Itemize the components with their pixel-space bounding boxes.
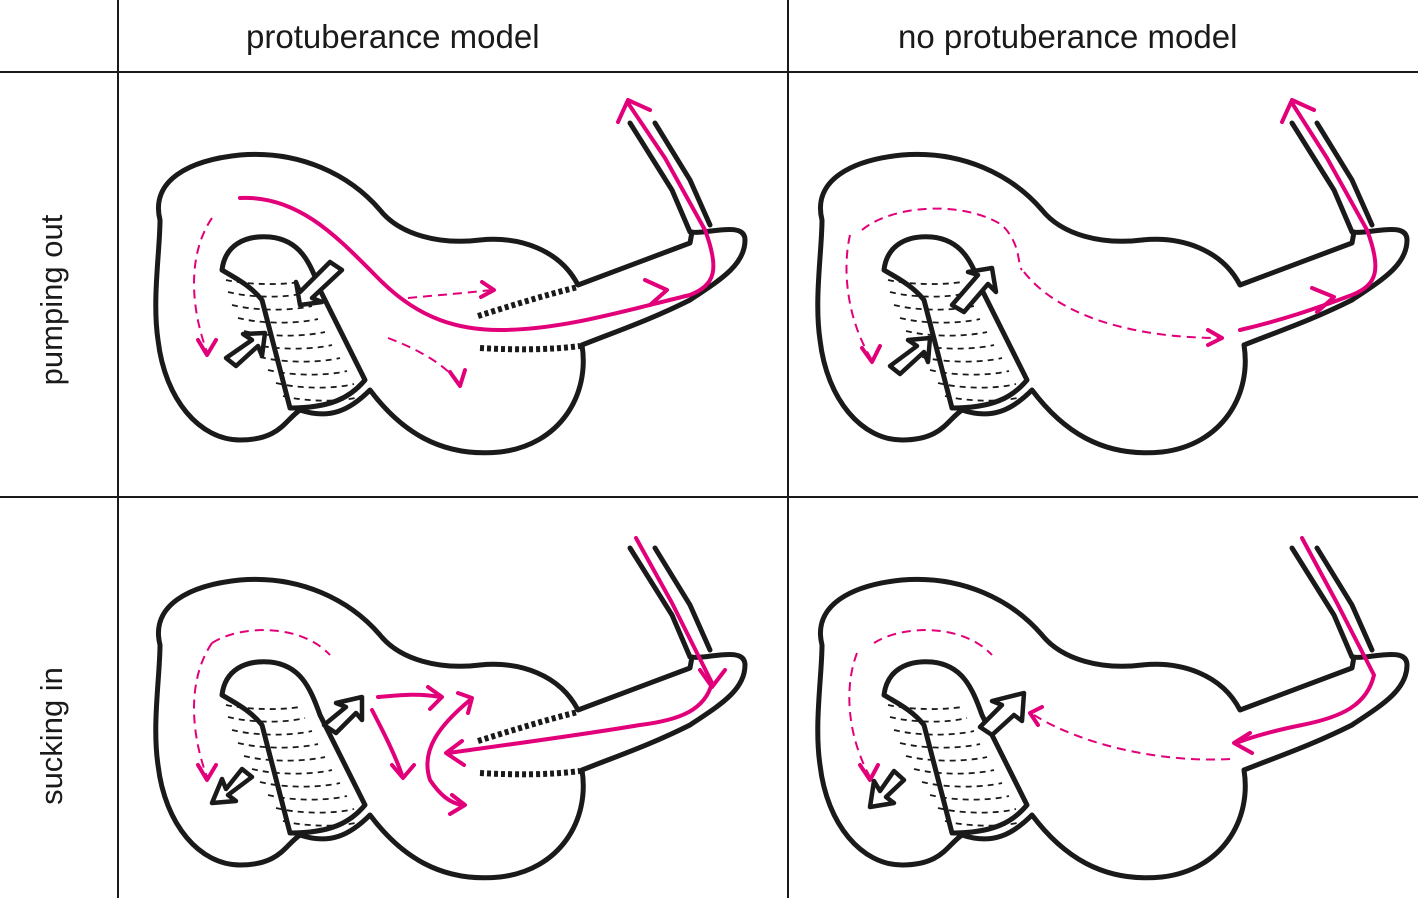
panel-protuberance-sucking-in xyxy=(156,536,745,878)
main-flow-arrowhead xyxy=(1232,731,1254,755)
main-flow-arrowhead xyxy=(616,98,652,124)
split-flow-down xyxy=(370,708,404,777)
dashed-flow-left xyxy=(193,217,213,353)
dashed-flow-arc xyxy=(873,629,993,656)
protuberance-upper-edge xyxy=(477,709,579,744)
constriction-arrow-lower xyxy=(209,766,255,806)
dashed-flow-left-head xyxy=(858,763,880,782)
dashed-flow-left xyxy=(845,234,873,361)
dashed-flow-left-head xyxy=(196,763,218,782)
main-flow-arrow xyxy=(1238,101,1378,332)
dashed-flow-left xyxy=(193,642,213,778)
dashed-flow-long-head xyxy=(1028,705,1044,727)
mid-flow-arrowhead xyxy=(698,668,727,689)
protuberance-lower-edge xyxy=(479,768,581,778)
row-label-sucking-in: sucking in xyxy=(34,667,69,805)
row-label-pumping-out: pumping out xyxy=(34,214,69,386)
constriction-arrow-lower xyxy=(223,330,268,369)
dashed-flow-upper xyxy=(407,289,493,299)
split-flow-right xyxy=(425,698,472,807)
dashed-flow-arc xyxy=(211,629,331,656)
split-flow-up-head xyxy=(426,685,444,711)
column-header-protuberance: protuberance model xyxy=(246,18,540,55)
constriction-arrow-lower xyxy=(887,335,933,377)
mid-flow-arrowhead xyxy=(643,278,669,307)
protuberance-lower-edge xyxy=(479,343,581,353)
main-flow-arrow xyxy=(446,536,714,755)
constriction-arrow-upper xyxy=(321,694,365,736)
dashed-flow-long xyxy=(1023,271,1221,339)
main-flow-arrow xyxy=(238,101,716,332)
split-flow-down-head xyxy=(390,763,416,780)
main-flow-arrow xyxy=(1234,536,1376,745)
dashed-flow-left-head xyxy=(860,344,882,364)
main-flow-arrowhead xyxy=(444,739,466,767)
main-flow-arrowhead xyxy=(1280,98,1316,124)
split-flow-right-head-bottom xyxy=(448,793,467,816)
dashed-flow-long-head xyxy=(1206,328,1224,347)
dashed-flow-left-head xyxy=(196,338,218,357)
panel-protuberance-pumping-out xyxy=(156,98,745,453)
split-flow-up xyxy=(376,692,442,699)
dashed-flow-left xyxy=(848,652,871,778)
mid-flow-arrowhead xyxy=(1310,286,1336,314)
split-flow-right-head-top xyxy=(456,691,474,715)
dashed-flow-arc xyxy=(861,207,1023,271)
panel-no-protuberance-pumping-out xyxy=(818,98,1407,453)
column-header-no-protuberance: no protuberance model xyxy=(898,18,1238,55)
dashed-flow-long xyxy=(1033,714,1231,761)
constriction-arrow-upper xyxy=(977,690,1027,738)
dashed-flow-upper-head xyxy=(479,280,496,299)
constriction-arrow-upper xyxy=(949,265,999,315)
constriction-arrow-lower xyxy=(867,768,907,810)
panel-no-protuberance-sucking-in xyxy=(818,536,1407,878)
dashed-flow-lower-head xyxy=(448,368,467,388)
protuberance-upper-edge xyxy=(477,284,579,319)
constriction-arrow-upper xyxy=(293,259,345,308)
